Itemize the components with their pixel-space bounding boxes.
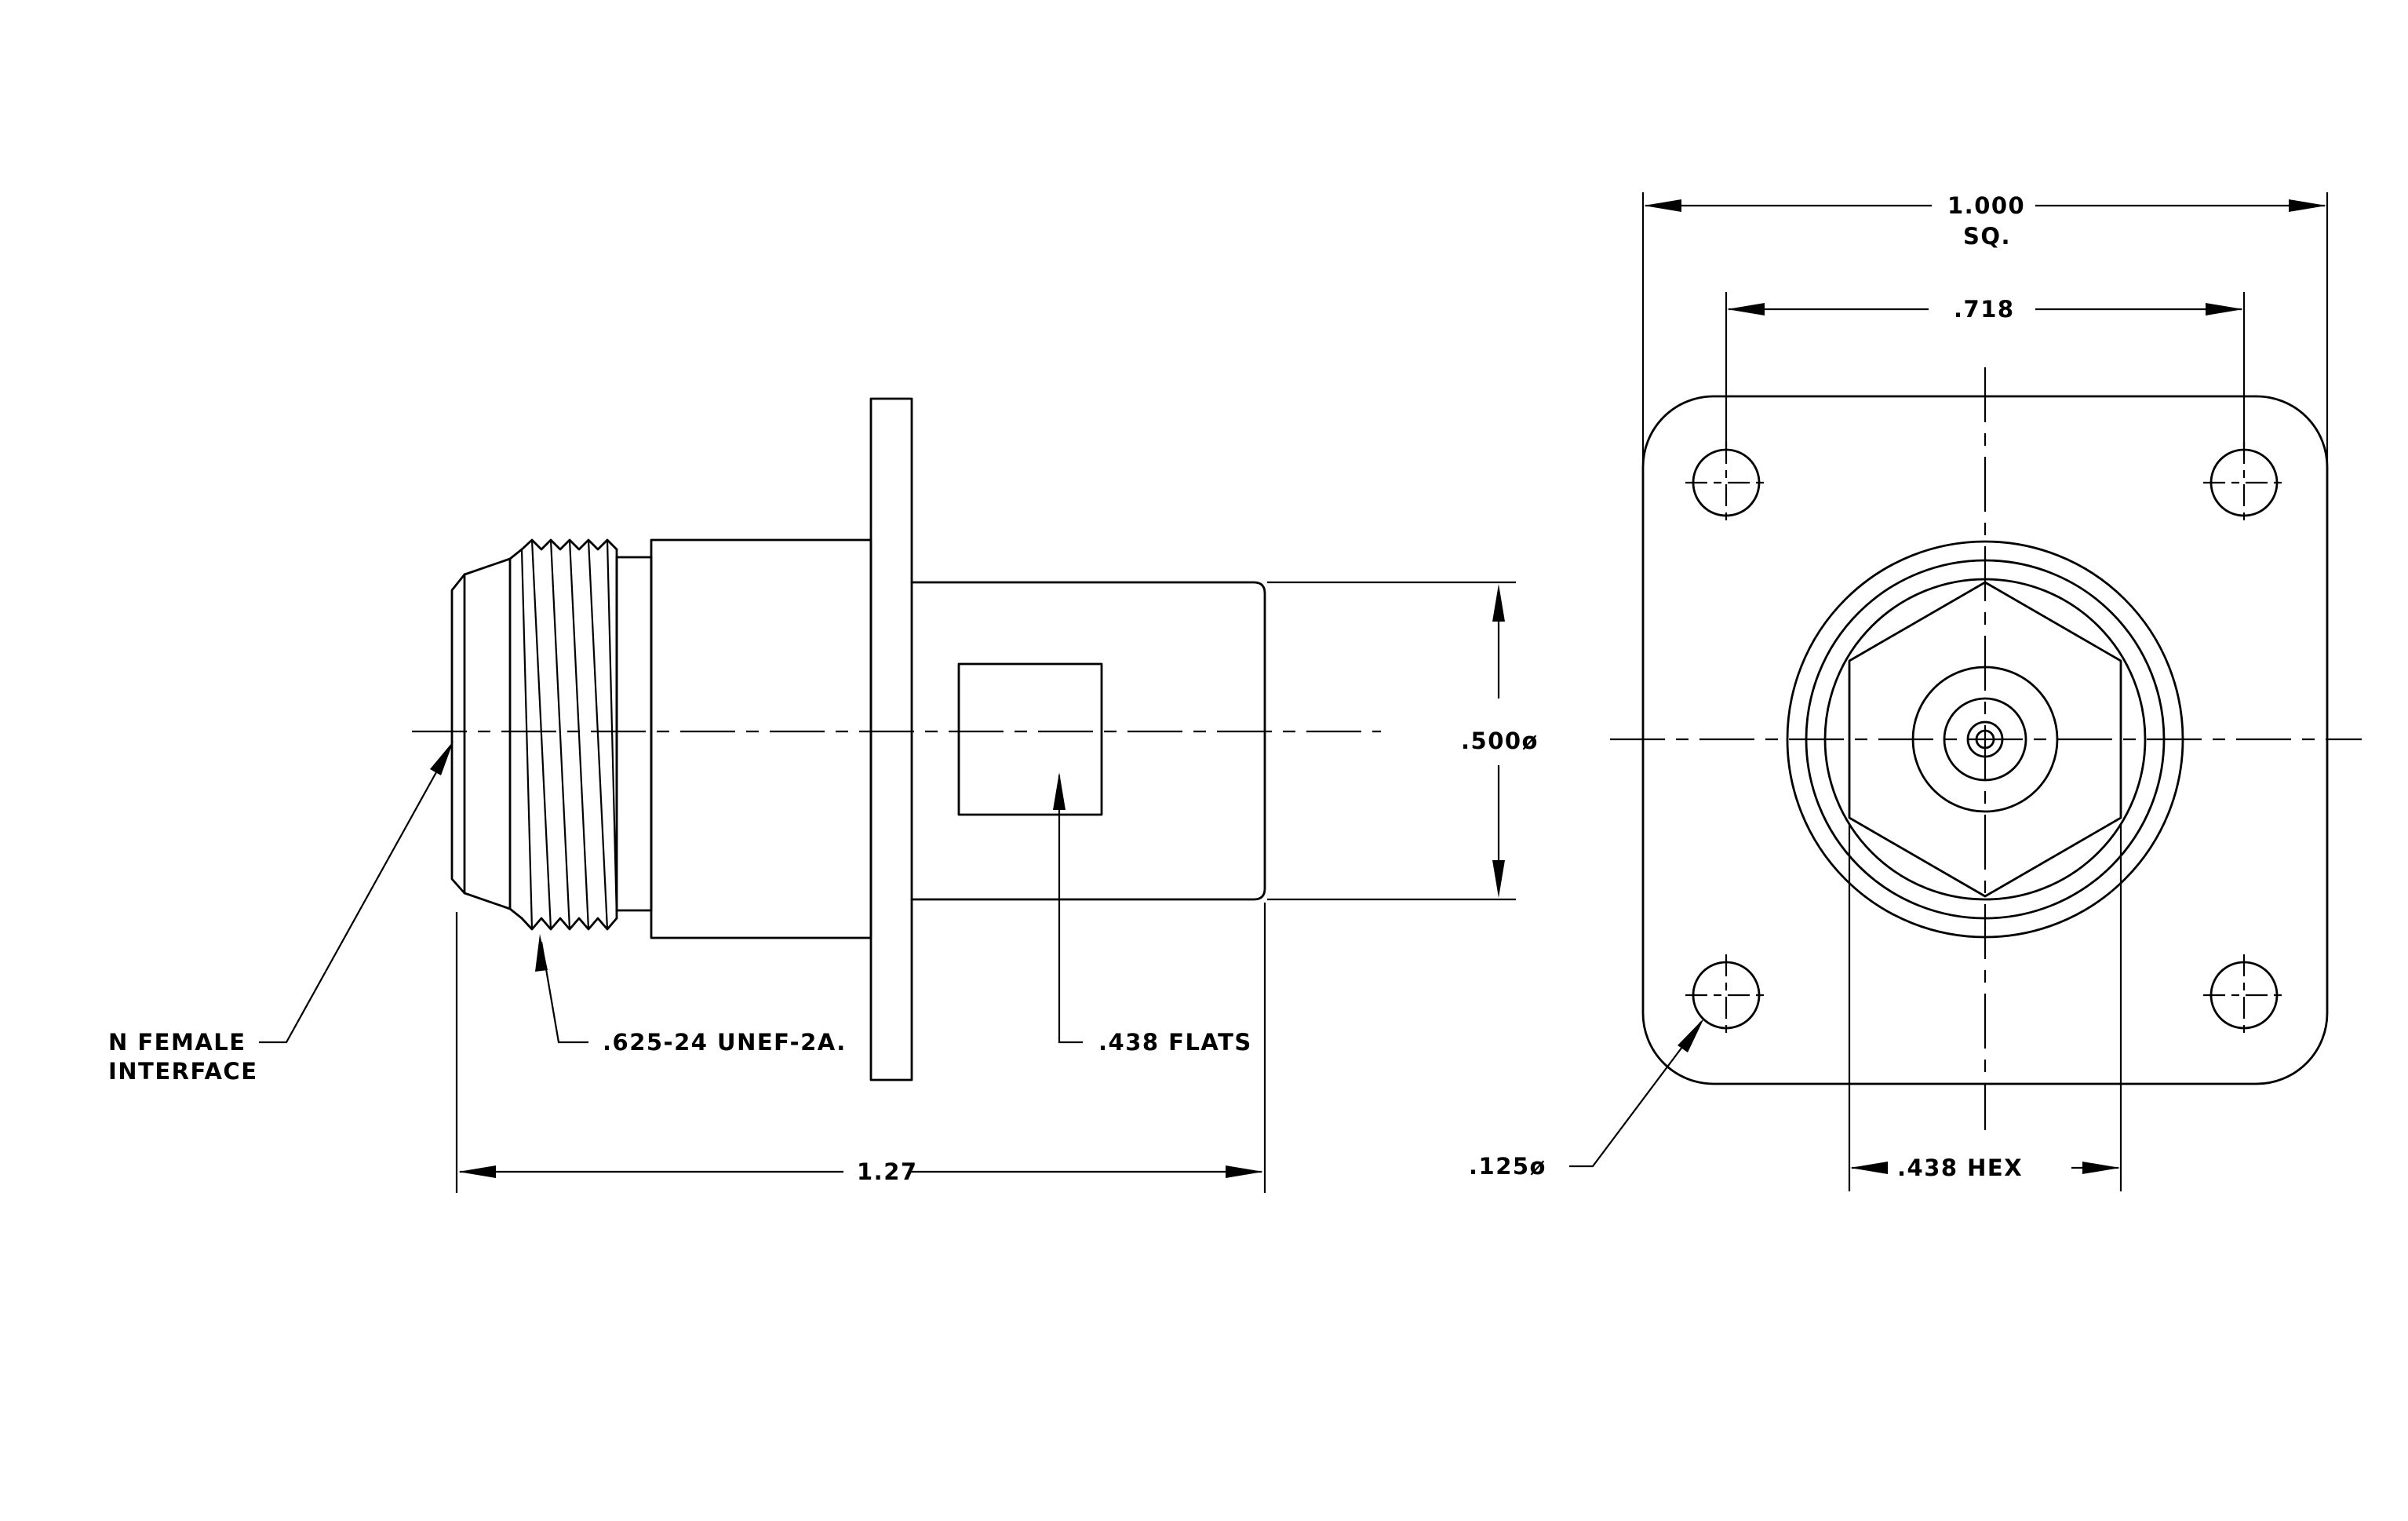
flange-size-label: 1.000 <box>1947 192 2025 219</box>
thread-leader: .625-24 UNEF-2A. <box>535 934 847 1056</box>
hex-label: .438 HEX <box>1897 1154 2023 1181</box>
dielectric-circle <box>1943 697 2027 782</box>
interface-nose <box>450 557 512 910</box>
hole-spacing-label: .718 <box>1954 296 2015 323</box>
second-body-circle <box>1805 559 2166 920</box>
outer-body-circle <box>1786 540 2184 939</box>
flats-label: .438 FLATS <box>1098 1029 1252 1056</box>
flange-size-dimension: 1.000 SQ. <box>1644 192 2326 250</box>
hole-spacing-dimension: .718 <box>1727 296 2243 323</box>
interface-label-line1: N FEMALE <box>108 1029 246 1056</box>
interface-leader: N FEMALE INTERFACE <box>108 741 454 1085</box>
hole-diameter-label: .125ø <box>1469 1153 1546 1180</box>
interface-label-line2: INTERFACE <box>108 1058 258 1085</box>
hex-inscribed-circle <box>1823 578 2147 901</box>
body-diameter-dimension: .500ø <box>1461 584 1539 898</box>
hole-diameter-leader: .125ø <box>1469 1018 1704 1180</box>
flange-square <box>1641 395 2329 1085</box>
rear-body <box>650 538 872 939</box>
hex-dimension: .438 HEX <box>1850 1154 2120 1181</box>
thread-section <box>508 538 653 931</box>
hex-outline <box>1848 581 2122 898</box>
mounting-hole-top-right <box>2203 442 2285 523</box>
contact-circle <box>1966 720 2004 758</box>
flange <box>869 397 913 1081</box>
side-view: .500ø 1.27 N FEMALE INTERFACE .625-24 UN… <box>108 397 1539 1193</box>
contact-pin <box>1975 729 1995 750</box>
mounting-hole-bottom-left <box>1685 954 1767 1036</box>
front-view: 1.000 SQ. .718 .125ø .438 HEX <box>1469 192 2362 1191</box>
flats-rectangle <box>957 662 1103 816</box>
mounting-hole-bottom-right <box>2203 954 2285 1036</box>
front-body <box>910 581 1266 901</box>
flange-size-suffix: SQ. <box>1963 223 2011 250</box>
overall-length-label: 1.27 <box>857 1158 918 1185</box>
body-diameter-label: .500ø <box>1461 728 1539 754</box>
interface-circle <box>1911 666 2059 813</box>
overall-length-dimension: 1.27 <box>458 1158 1263 1185</box>
flats-leader: .438 FLATS <box>1053 772 1252 1056</box>
mounting-hole-top-left <box>1685 442 1767 523</box>
thread-label: .625-24 UNEF-2A. <box>603 1029 847 1056</box>
